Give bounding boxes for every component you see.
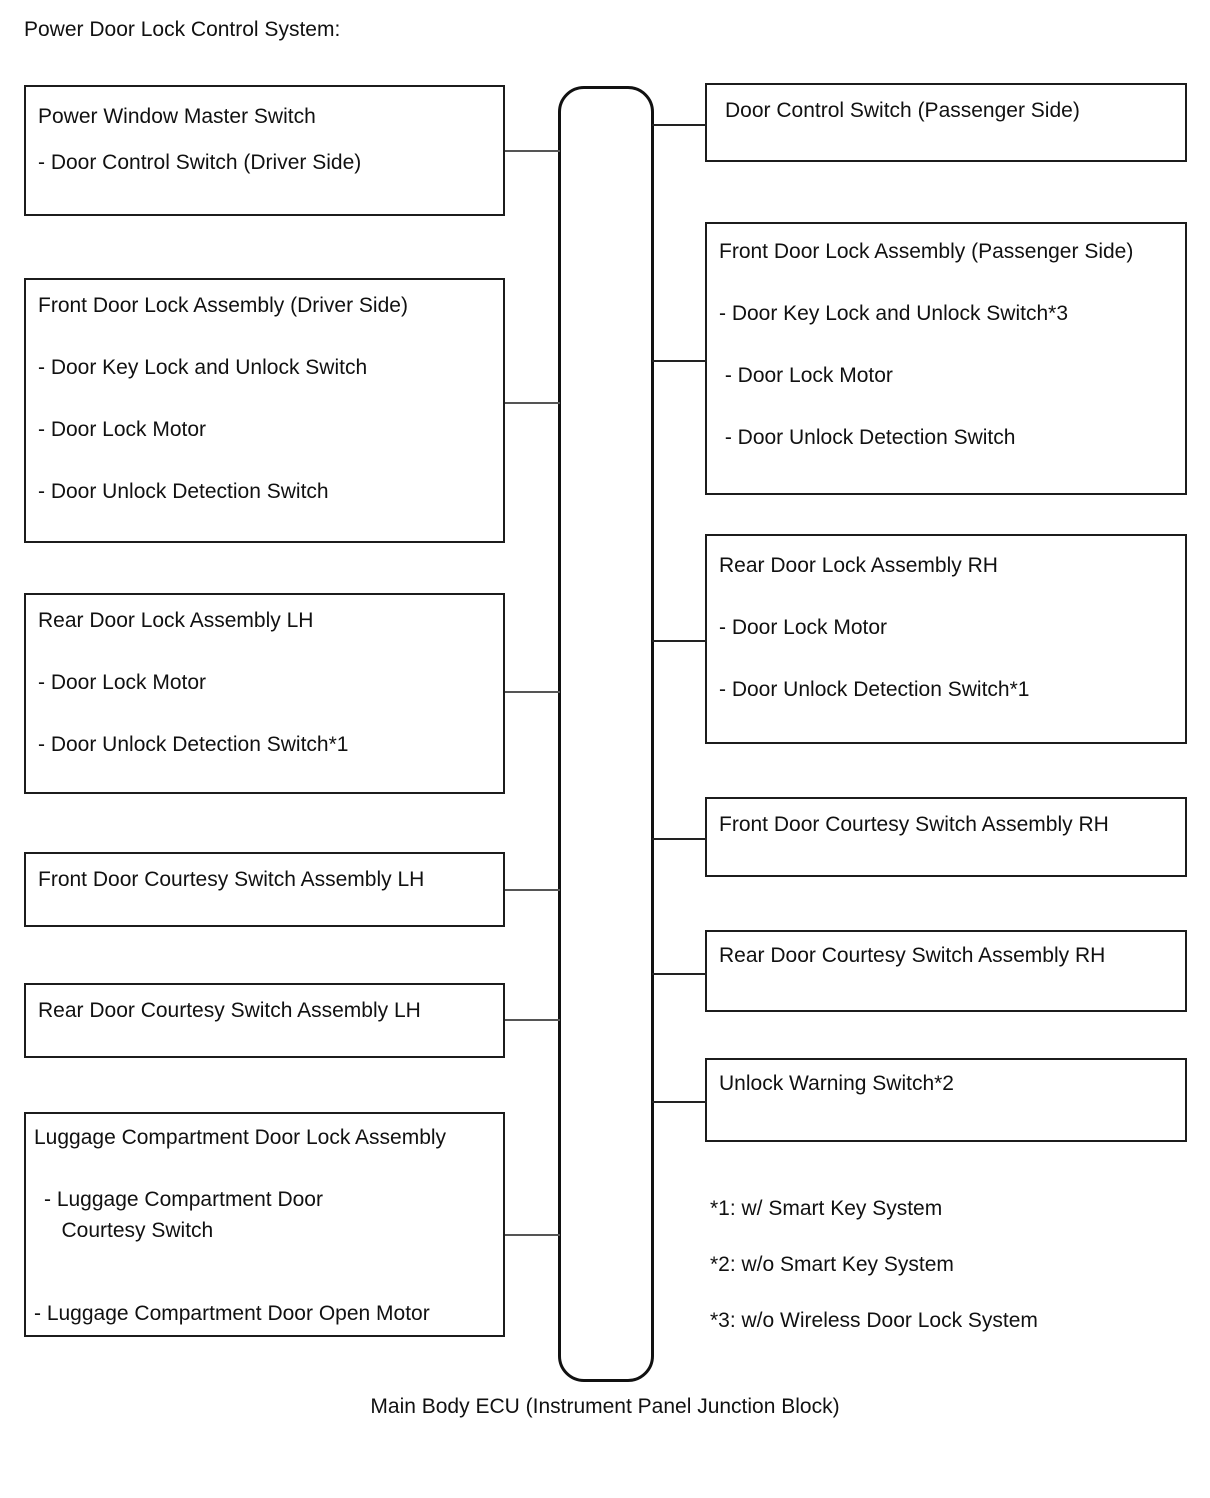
box-title: Front Door Courtesy Switch Assembly LH — [38, 868, 425, 891]
box-title: Front Door Courtesy Switch Assembly RH — [719, 813, 1109, 836]
component-box-door-control-switch-passenger: Door Control Switch (Passenger Side) — [705, 83, 1187, 162]
footnote-2: *2: w/o Smart Key System — [710, 1253, 954, 1276]
box-title: Door Control Switch (Passenger Side) — [725, 99, 1080, 122]
component-box-front-door-lock-assembly-passenger: Front Door Lock Assembly (Passenger Side… — [705, 222, 1187, 495]
box-item: - Door Unlock Detection Switch*1 — [38, 733, 349, 756]
connector-right-1 — [652, 124, 707, 126]
connector-left-5 — [505, 1019, 560, 1021]
box-item: - Door Control Switch (Driver Side) — [38, 151, 362, 174]
box-title: Luggage Compartment Door Lock Assembly — [34, 1126, 447, 1149]
connector-right-3 — [652, 640, 707, 642]
box-item: - Door Lock Motor — [38, 418, 207, 441]
box-item: - Door Key Lock and Unlock Switch — [38, 356, 368, 379]
component-box-front-door-lock-assembly-driver: Front Door Lock Assembly (Driver Side) -… — [24, 278, 505, 543]
box-item: Courtesy Switch — [44, 1219, 214, 1242]
box-title: Power Window Master Switch — [38, 105, 316, 128]
component-box-power-window-master-switch: Power Window Master Switch - Door Contro… — [24, 85, 505, 216]
footnote-3: *3: w/o Wireless Door Lock System — [710, 1309, 1038, 1332]
box-title: Rear Door Lock Assembly RH — [719, 554, 998, 577]
box-item: - Door Unlock Detection Switch — [38, 480, 329, 503]
page-title: Power Door Lock Control System: — [24, 18, 341, 41]
component-box-unlock-warning-switch: Unlock Warning Switch*2 — [705, 1058, 1187, 1142]
connector-right-5 — [652, 973, 707, 975]
footnote-1: *1: w/ Smart Key System — [710, 1197, 943, 1220]
connector-right-6 — [652, 1101, 707, 1103]
box-item: - Door Unlock Detection Switch — [719, 426, 1016, 449]
box-item: - Door Key Lock and Unlock Switch*3 — [719, 302, 1068, 325]
box-title: Rear Door Lock Assembly LH — [38, 609, 314, 632]
component-box-front-door-courtesy-switch-lh: Front Door Courtesy Switch Assembly LH — [24, 852, 505, 927]
component-box-front-door-courtesy-switch-rh: Front Door Courtesy Switch Assembly RH — [705, 797, 1187, 877]
connector-right-2 — [652, 360, 707, 362]
connector-left-6 — [505, 1234, 560, 1236]
connector-left-4 — [505, 889, 560, 891]
box-title: Front Door Lock Assembly (Driver Side) — [38, 294, 408, 317]
box-item: - Door Unlock Detection Switch*1 — [719, 678, 1030, 701]
main-body-ecu-block — [558, 86, 654, 1382]
connector-left-3 — [505, 691, 560, 693]
box-title: Front Door Lock Assembly (Passenger Side… — [719, 240, 1134, 263]
component-box-luggage-compartment-door-lock-assembly: Luggage Compartment Door Lock Assembly -… — [24, 1112, 505, 1337]
connector-right-4 — [652, 838, 707, 840]
box-title: Unlock Warning Switch*2 — [719, 1072, 954, 1095]
box-item: - Luggage Compartment Door — [44, 1188, 323, 1211]
box-item: - Door Lock Motor — [719, 616, 888, 639]
connector-left-2 — [505, 402, 560, 404]
component-box-rear-door-courtesy-switch-rh: Rear Door Courtesy Switch Assembly RH — [705, 930, 1187, 1012]
ecu-caption: Main Body ECU (Instrument Panel Junction… — [370, 1395, 840, 1418]
box-title: Rear Door Courtesy Switch Assembly LH — [38, 999, 421, 1022]
box-item: - Luggage Compartment Door Open Motor — [34, 1302, 430, 1325]
box-title: Rear Door Courtesy Switch Assembly RH — [719, 944, 1106, 967]
component-box-rear-door-courtesy-switch-lh: Rear Door Courtesy Switch Assembly LH — [24, 983, 505, 1058]
component-box-rear-door-lock-assembly-rh: Rear Door Lock Assembly RH - Door Lock M… — [705, 534, 1187, 744]
box-item: - Door Lock Motor — [38, 671, 207, 694]
connector-left-1 — [505, 150, 560, 152]
box-item: - Door Lock Motor — [719, 364, 893, 387]
component-box-rear-door-lock-assembly-lh: Rear Door Lock Assembly LH - Door Lock M… — [24, 593, 505, 794]
